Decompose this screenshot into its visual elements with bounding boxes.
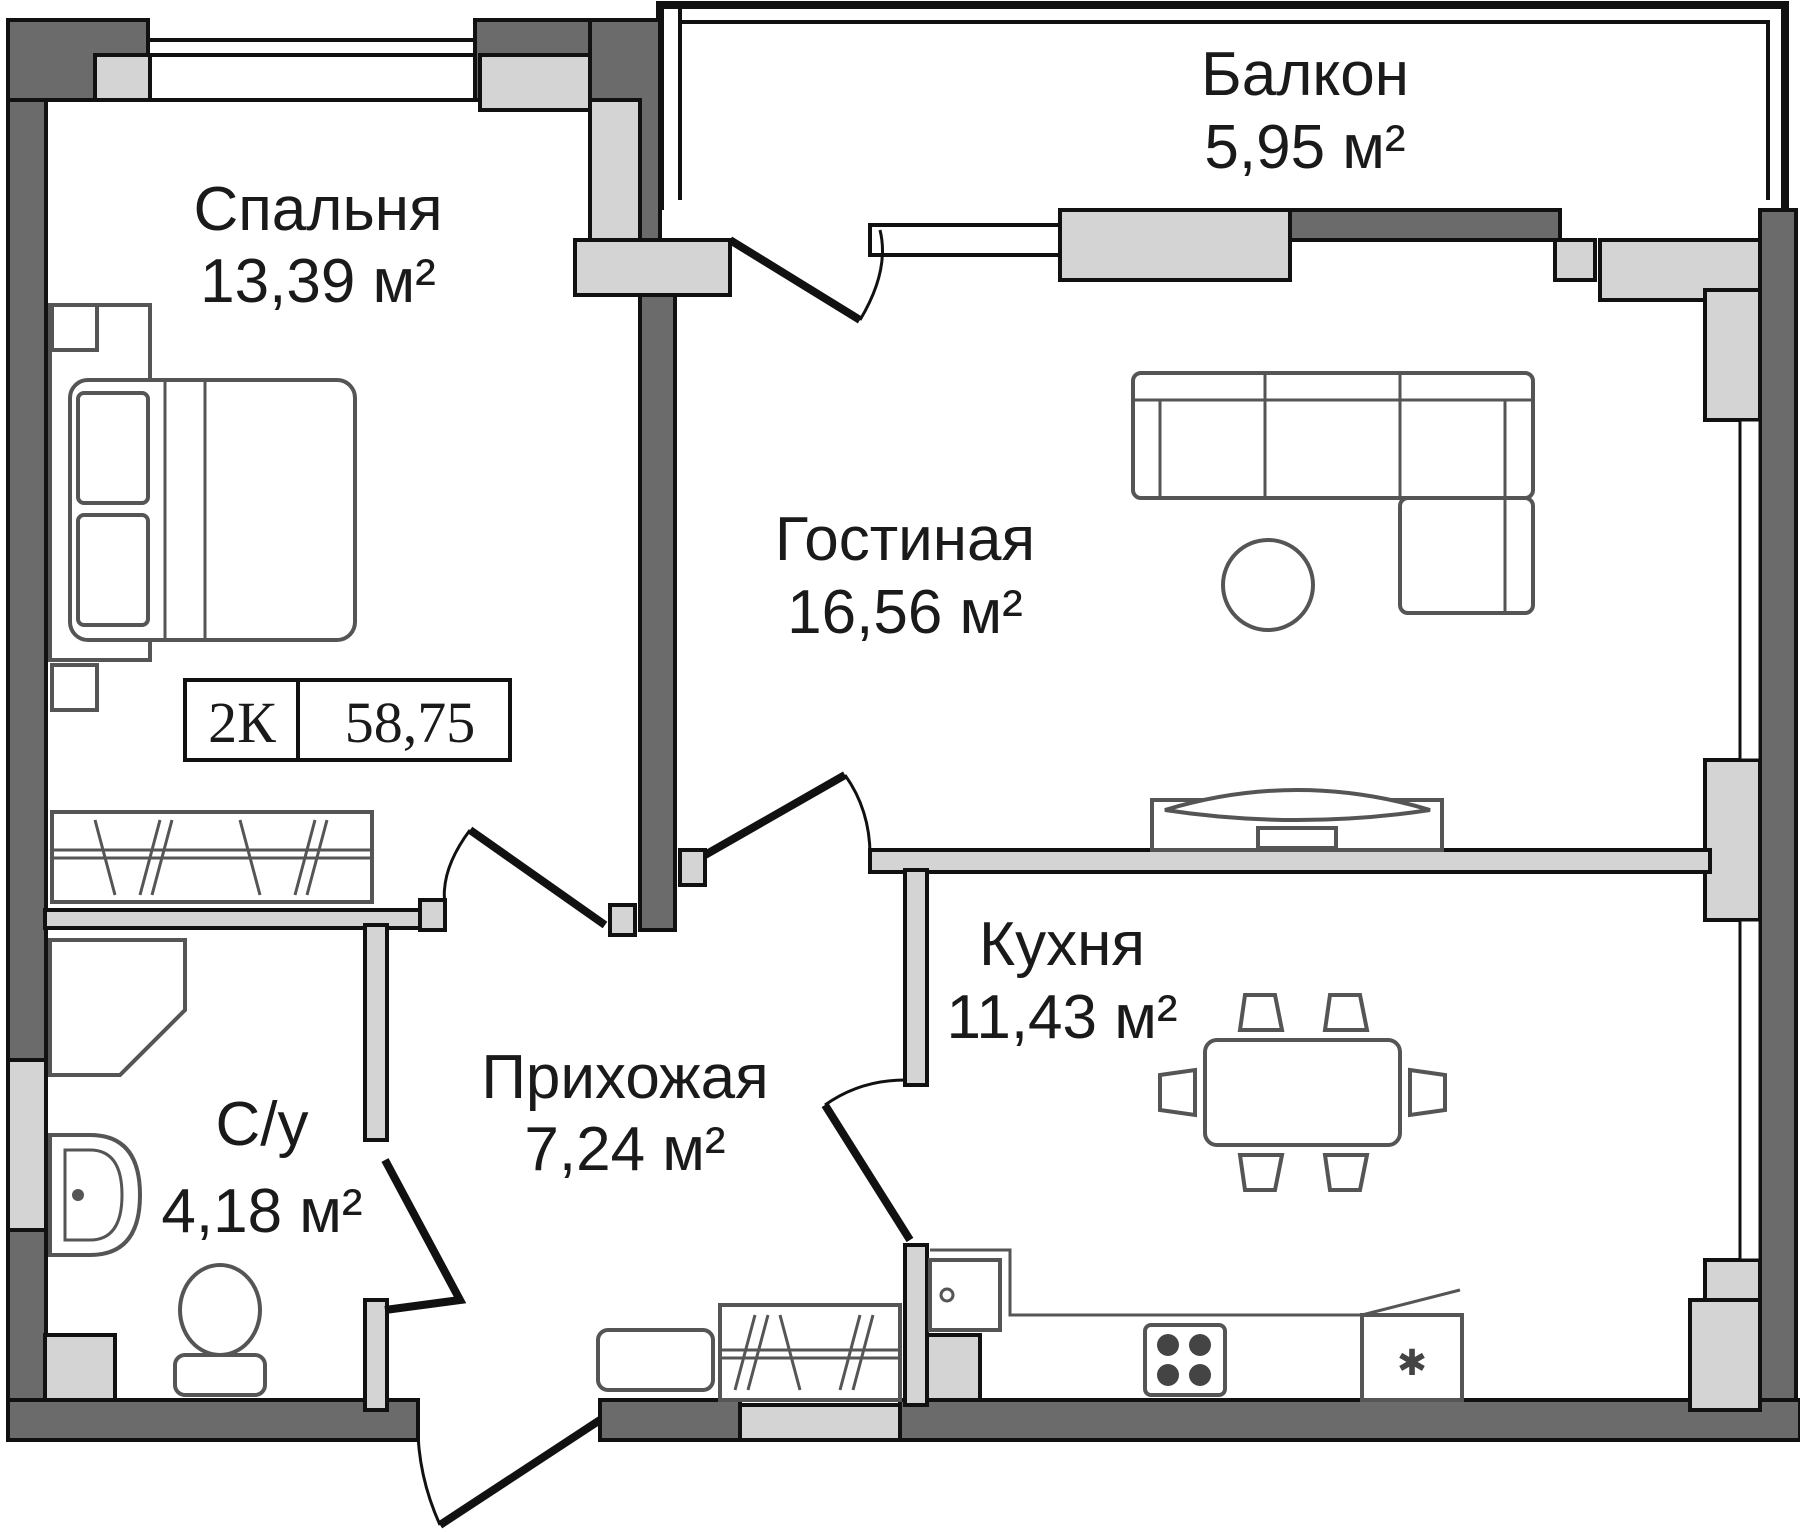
bedroom-wardrobe [50, 810, 374, 904]
kitchen-name: Кухня [979, 910, 1145, 979]
balcony-area: 5,95 м² [1204, 113, 1405, 182]
dining-set [1158, 993, 1447, 1192]
living-area: 16,56 м² [787, 578, 1023, 647]
interior-walls [43, 848, 1712, 1412]
kitchen-area: 11,43 м² [946, 983, 1177, 1052]
bathroom-name: С/у [216, 1090, 309, 1159]
bedroom-name: Спальня [193, 175, 442, 244]
hall-name: Прихожая [481, 1043, 768, 1112]
wall-columns [6, 53, 1762, 1442]
bedroom-area: 13,39 м² [200, 247, 436, 316]
shower-tray [48, 938, 187, 1077]
hall-wardrobe [718, 1303, 902, 1402]
living-name: Гостиная [775, 505, 1035, 574]
washbasin [48, 1133, 143, 1257]
bed [48, 303, 357, 712]
balcony-name: Балкон [1201, 40, 1409, 109]
badge-type: 2К [208, 690, 276, 755]
corner-sofa [1131, 371, 1535, 615]
hall-area: 7,24 м² [524, 1115, 725, 1184]
right-windows [1738, 418, 1762, 1262]
apartment-badge: 2К 58,75 [183, 678, 512, 762]
tv-stand [1150, 788, 1444, 852]
bathroom-area: 4,18 м² [161, 1177, 362, 1246]
svg-text:✱: ✱ [1397, 1343, 1427, 1384]
shoe-mat [596, 1328, 715, 1392]
doors [381, 229, 914, 1529]
badge-total-area: 58,75 [345, 690, 476, 755]
kitchen-counter: ✱ [928, 1248, 1464, 1402]
toilet [173, 1263, 267, 1397]
coffee-table [1221, 538, 1315, 632]
